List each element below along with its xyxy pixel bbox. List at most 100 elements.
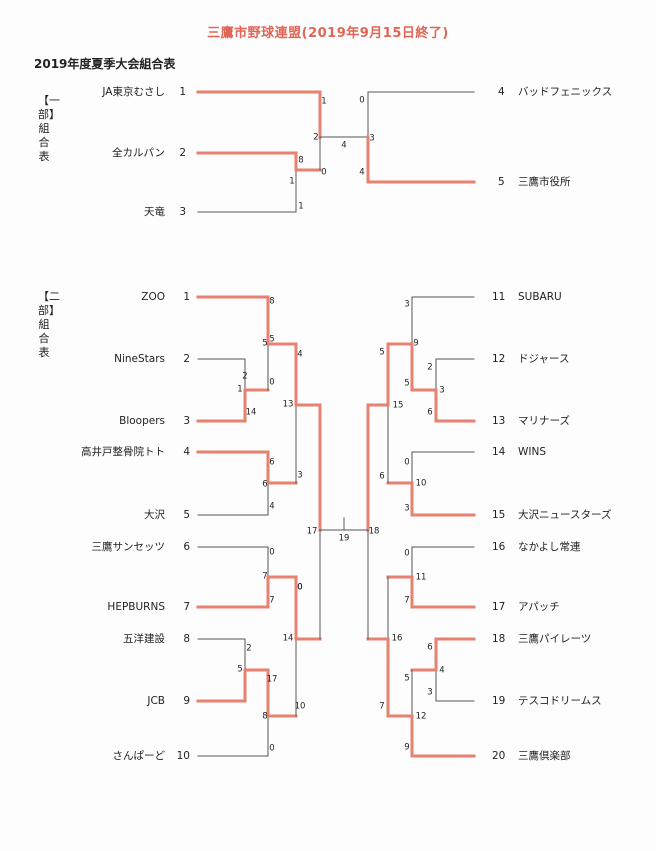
score-label: 3 xyxy=(439,386,444,396)
score-label: 11 xyxy=(416,573,427,583)
score-label: 5 xyxy=(237,665,242,675)
score-label: 9 xyxy=(404,743,409,753)
score-label: 0 xyxy=(297,583,302,593)
team-number: 2 xyxy=(183,353,190,365)
score-label: 10 xyxy=(295,702,306,712)
team-number: 6 xyxy=(183,541,190,553)
team-name: NineStars xyxy=(114,353,165,365)
score-label: 5 xyxy=(379,348,384,358)
score-label: 0 xyxy=(321,168,326,178)
score-label: 18 xyxy=(369,527,380,537)
score-label: 7 xyxy=(269,596,274,606)
team-name: 大沢ニュースターズ xyxy=(518,508,611,521)
team-name: HEPBURNS xyxy=(107,601,165,613)
team-number: 18 xyxy=(492,633,505,645)
score-label: 4 xyxy=(359,168,364,178)
team-number: 4 xyxy=(498,86,505,98)
score-label: 4 xyxy=(439,666,444,676)
score-label: 8 xyxy=(269,297,274,307)
team-number: 19 xyxy=(492,695,505,707)
team-name: 高井戸整骨院トト xyxy=(81,445,165,458)
team-name: WINS xyxy=(518,446,546,458)
score-label: 5 xyxy=(262,339,267,349)
score-label: 3 xyxy=(369,134,374,144)
score-label: 2 xyxy=(313,133,318,143)
team-name: さんぱーど xyxy=(113,750,166,762)
score-label: 1 xyxy=(289,177,294,187)
score-label: 16 xyxy=(392,634,403,644)
team-number: 5 xyxy=(498,176,505,188)
team-name: 三鷹倶楽部 xyxy=(518,749,571,762)
team-name: SUBARU xyxy=(518,291,562,303)
team-number: 3 xyxy=(179,206,186,218)
team-number: 9 xyxy=(183,695,190,707)
score-label: 0 xyxy=(359,96,364,106)
score-label: 14 xyxy=(246,408,257,418)
score-label: 6 xyxy=(262,480,267,490)
team-number: 3 xyxy=(183,415,190,427)
score-label: 0 xyxy=(269,548,274,558)
score-label: 2 xyxy=(246,644,251,654)
score-label: 4 xyxy=(297,350,302,360)
score-label: 17 xyxy=(307,527,318,537)
score-label: 4 xyxy=(269,502,274,512)
score-label: 19 xyxy=(339,534,350,544)
team-number: 13 xyxy=(492,415,505,427)
team-number: 4 xyxy=(183,446,190,458)
team-number: 17 xyxy=(492,601,505,613)
team-name: ZOO xyxy=(141,291,165,303)
team-number: 12 xyxy=(492,353,505,365)
team-name: なかよし常連 xyxy=(518,540,581,553)
team-number: 15 xyxy=(492,509,505,521)
score-label: 13 xyxy=(283,400,294,410)
score-label: 1 xyxy=(321,97,326,107)
score-label: 1 xyxy=(298,202,303,212)
page-title: 三鷹市野球連盟(2019年9月15日終了) xyxy=(207,26,449,41)
score-label: 10 xyxy=(416,479,427,489)
team-number: 8 xyxy=(183,633,190,645)
team-name: バッドフェニックス xyxy=(518,86,612,98)
score-label: 5 xyxy=(269,335,274,345)
team-number: 10 xyxy=(177,750,190,762)
score-label: 0 xyxy=(404,458,409,468)
page-subtitle: 2019年度夏季大会組合表 xyxy=(34,57,176,71)
score-label: 12 xyxy=(416,712,427,722)
score-label: 6 xyxy=(379,472,384,482)
score-label: 6 xyxy=(269,458,274,468)
team-name: 大沢 xyxy=(144,508,165,521)
score-label: 8 xyxy=(298,156,303,166)
team-name: 全カルパン xyxy=(112,146,165,159)
score-label: 1 xyxy=(237,385,242,395)
team-name: 三鷹パイレーツ xyxy=(518,632,591,645)
team-number: 16 xyxy=(492,541,506,553)
team-name: JCB xyxy=(146,695,165,707)
score-label: 9 xyxy=(413,339,418,349)
team-name: テスコドリームス xyxy=(518,695,602,707)
score-label: 14 xyxy=(283,634,294,644)
team-name: 三鷹市役所 xyxy=(518,175,571,188)
team-number: 7 xyxy=(183,601,190,613)
team-number: 1 xyxy=(179,86,186,98)
team-name: マリナーズ xyxy=(518,414,570,427)
team-name: アパッチ xyxy=(518,601,560,613)
team-name: 五洋建設 xyxy=(123,632,165,645)
score-label: 6 xyxy=(427,643,432,653)
score-label: 8 xyxy=(262,712,267,722)
score-label: 5 xyxy=(404,379,409,389)
team-number: 14 xyxy=(492,446,506,458)
score-label: 0 xyxy=(269,378,274,388)
team-name: 三鷹サンセッツ xyxy=(92,540,166,553)
score-label: 3 xyxy=(404,300,409,310)
team-number: 1 xyxy=(183,291,190,303)
score-label: 0 xyxy=(269,744,274,754)
score-label: 7 xyxy=(404,596,409,606)
score-label: 7 xyxy=(379,702,384,712)
team-number: 20 xyxy=(492,750,505,762)
score-label: 3 xyxy=(297,471,302,481)
team-number: 11 xyxy=(492,291,505,303)
score-label: 2 xyxy=(242,372,247,382)
team-name: 天竜 xyxy=(144,205,165,218)
score-label: 5 xyxy=(404,674,409,684)
